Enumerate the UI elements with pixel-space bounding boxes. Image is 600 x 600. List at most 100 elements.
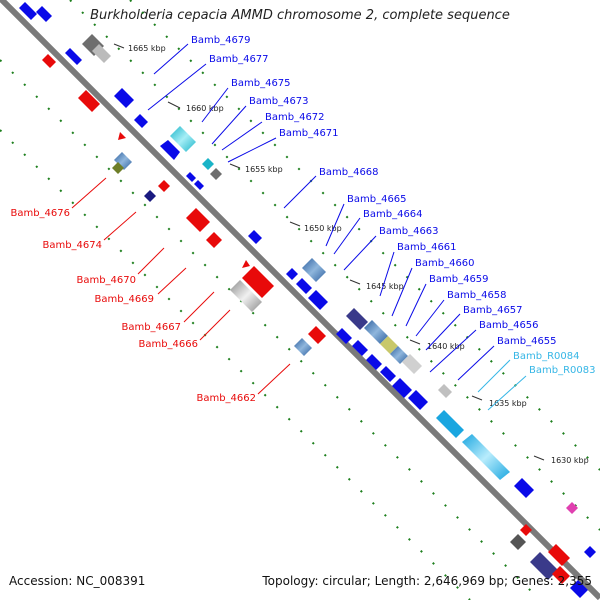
rna-arrow[interactable]: [462, 434, 510, 480]
gene-label-forward[interactable]: Bamb_4663: [379, 226, 439, 237]
gene-arrow-forward[interactable]: [366, 354, 382, 370]
gene-label-reverse[interactable]: Bamb_4669: [94, 294, 154, 305]
kbp-tick-mark: [167, 101, 181, 109]
gene-arrow-forward[interactable]: [248, 230, 262, 244]
reverse-gene-labels: [71, 177, 291, 395]
kbp-tick-mark: [349, 279, 361, 285]
gene-arrow-forward[interactable]: [286, 268, 298, 280]
gene-arrow-reverse[interactable]: [42, 54, 56, 68]
gene-label-forward[interactable]: Bamb_4655: [497, 336, 557, 347]
gene-label-reverse[interactable]: Bamb_4674: [42, 240, 102, 251]
gene-arrow-reverse[interactable]: [158, 180, 170, 192]
gene-arrow-forward[interactable]: [36, 6, 52, 22]
gene-label-forward[interactable]: Bamb_4657: [463, 305, 523, 316]
leader-line: [429, 329, 477, 373]
leader-line: [415, 299, 445, 337]
gene-arrow-reverse[interactable]: [144, 190, 156, 202]
gene-block-grey[interactable]: [92, 44, 111, 63]
gene-label-forward[interactable]: Bamb_4668: [319, 167, 379, 178]
gene-label-forward[interactable]: Bamb_4675: [231, 78, 291, 89]
gene-label-forward[interactable]: Bamb_4658: [447, 290, 507, 301]
gene-label-rna[interactable]: Bamb_R0084: [513, 351, 579, 362]
leader-line: [333, 217, 361, 255]
leader-line: [71, 177, 107, 209]
gene-arrow-reverse[interactable]: [548, 544, 570, 566]
gene-label-reverse[interactable]: Bamb_4670: [76, 275, 136, 286]
gene-arrow-reverse[interactable]: [552, 566, 570, 584]
gene-arrow-reverse[interactable]: [78, 90, 100, 112]
gene-label-reverse[interactable]: Bamb_4667: [121, 322, 181, 333]
gene-block-grey[interactable]: [402, 354, 422, 374]
leader-line: [147, 63, 207, 111]
gene-arrow-forward[interactable]: [308, 290, 328, 310]
gene-arrow-forward[interactable]: [194, 180, 204, 190]
gene-label-forward[interactable]: Bamb_4673: [249, 96, 309, 107]
gene-label-reverse[interactable]: Bamb_4662: [196, 393, 256, 404]
topology-label: Topology: circular; Length: 2,646,969 bp…: [262, 574, 592, 588]
gene-block-steelblue[interactable]: [364, 320, 388, 344]
kbp-tick-mark: [409, 339, 421, 345]
gene-label-forward[interactable]: Bamb_4672: [265, 112, 325, 123]
kbp-tick-label: 1660 kbp: [186, 104, 224, 113]
gene-arrow-forward[interactable]: [160, 140, 180, 160]
gene-arrow-forward[interactable]: [296, 278, 312, 294]
gene-block-magenta[interactable]: [566, 502, 578, 514]
gene-arrow-reverse[interactable]: [520, 524, 532, 536]
gene-block-cyan[interactable]: [170, 126, 196, 152]
leader-line: [257, 363, 291, 395]
gene-arrow-forward[interactable]: [19, 2, 37, 20]
leader-line-rna: [487, 375, 527, 411]
gene-label-forward[interactable]: Bamb_4664: [363, 209, 423, 220]
gene-arrow-forward[interactable]: [65, 48, 82, 65]
gene-block-grey[interactable]: [210, 168, 222, 180]
gene-arrow-forward[interactable]: [186, 172, 196, 182]
gene-arrow-forward[interactable]: [114, 88, 134, 108]
gene-label-forward[interactable]: Bamb_4677: [209, 54, 269, 65]
gene-arrow-forward[interactable]: [380, 366, 396, 382]
gene-label-rna[interactable]: Bamb_R0083: [529, 365, 595, 376]
gene-arrow-forward[interactable]: [584, 546, 596, 558]
gene-label-reverse[interactable]: Bamb_4676: [10, 208, 70, 219]
gene-label-forward[interactable]: Bamb_4661: [397, 242, 457, 253]
rna-arrow[interactable]: [436, 410, 464, 438]
gene-block-teal[interactable]: [114, 152, 132, 170]
gene-arrow-reverse[interactable]: [242, 260, 250, 268]
gene-arrow-forward[interactable]: [570, 580, 588, 598]
gene-block-grey[interactable]: [230, 280, 262, 312]
gene-arrow-forward[interactable]: [392, 378, 412, 398]
gene-block-cyan[interactable]: [202, 158, 214, 170]
gene-block-slate[interactable]: [530, 552, 558, 580]
gene-arrow-reverse[interactable]: [118, 132, 126, 140]
gene-arrow-forward[interactable]: [408, 390, 428, 410]
gene-block-olive[interactable]: [380, 336, 398, 354]
leader-line: [211, 105, 247, 145]
gene-arrow-reverse[interactable]: [242, 266, 274, 298]
gene-arrow-reverse[interactable]: [308, 326, 326, 344]
gene-label-forward[interactable]: Bamb_4660: [415, 258, 475, 269]
gene-block-steelblue[interactable]: [302, 258, 326, 282]
gene-arrow-forward[interactable]: [336, 328, 352, 344]
gene-block-slate[interactable]: [346, 308, 368, 330]
gene-block-steelblue[interactable]: [294, 338, 312, 356]
gene-arrow-reverse[interactable]: [206, 232, 222, 248]
gene-block-grey[interactable]: [510, 534, 526, 550]
gene-label-forward[interactable]: Bamb_4671: [279, 128, 339, 139]
gene-block-olive[interactable]: [112, 162, 124, 174]
gene-label-forward[interactable]: Bamb_4659: [429, 274, 489, 285]
kbp-tick-mark: [533, 455, 545, 461]
leader-line: [157, 267, 187, 295]
gene-label-forward[interactable]: Bamb_4665: [347, 194, 407, 205]
gene-label-forward[interactable]: Bamb_4679: [191, 35, 251, 46]
kbp-tick-mark: [229, 163, 241, 169]
gene-arrow-forward[interactable]: [352, 340, 368, 356]
gene-arrow-forward[interactable]: [134, 114, 148, 128]
gene-block-steelblue[interactable]: [390, 346, 408, 364]
leader-line: [325, 203, 345, 247]
gene-block-grey[interactable]: [438, 384, 452, 398]
gene-arrow-reverse[interactable]: [186, 208, 210, 232]
gene-label-forward[interactable]: Bamb_4656: [479, 320, 539, 331]
gene-arrow-forward[interactable]: [514, 478, 534, 498]
gene-label-reverse[interactable]: Bamb_4666: [138, 339, 198, 350]
